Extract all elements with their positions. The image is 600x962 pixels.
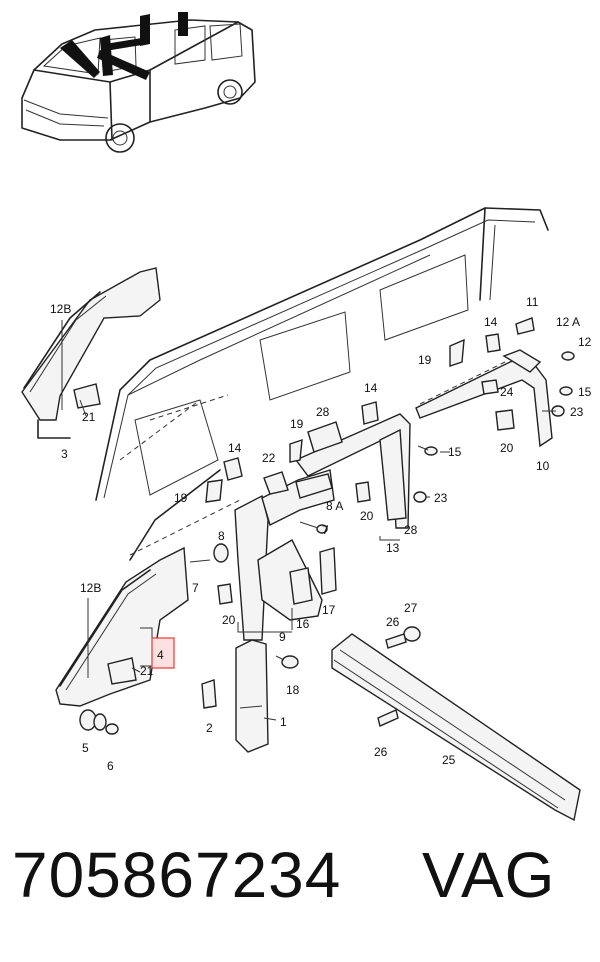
callout-9: 9: [279, 630, 286, 644]
callout-11: 11: [526, 295, 539, 309]
brand-name: VAG: [422, 839, 556, 911]
van-thumbnail: [21, 12, 256, 153]
callout-15-mid: 15: [448, 445, 462, 459]
callout-26-bottom: 26: [374, 745, 388, 759]
callout-12b-upper: 12B: [50, 302, 71, 316]
sill-screws: [377, 626, 421, 727]
callout-28-mid: 28: [316, 405, 330, 419]
callout-12b-lower: 12B: [80, 581, 101, 595]
callout-23-mid: 23: [434, 491, 448, 505]
callout-7-left: 7: [192, 581, 199, 595]
callout-4: 4: [157, 648, 164, 662]
callout-23-right: 23: [570, 405, 584, 419]
callout-17: 17: [322, 603, 336, 617]
callout-10: 10: [536, 459, 550, 473]
callout-20-right: 20: [500, 441, 514, 455]
callout-1: 1: [280, 715, 287, 729]
callout-16: 16: [296, 617, 310, 631]
body-shell-outline: [95, 207, 549, 561]
part-25-sill: [331, 633, 581, 822]
b-pillar-trim: [234, 469, 337, 641]
callout-12: 12: [578, 335, 592, 349]
rear-corner-trim: [415, 349, 553, 448]
callout-19-left: 19: [174, 491, 188, 505]
a-pillar-trim-upper: [21, 267, 161, 439]
leader-lines: [61, 320, 556, 721]
c-pillar-trim: [294, 413, 411, 529]
part-number: 705867234: [12, 839, 342, 911]
callout-4-highlight: [151, 637, 175, 669]
callout-26-top: 26: [386, 615, 400, 629]
callout-24: 24: [500, 385, 514, 399]
callout-19-mid: 19: [290, 417, 304, 431]
callout-18: 18: [286, 683, 300, 697]
callout-15-right: 15: [578, 385, 592, 399]
callout-27: 27: [404, 601, 418, 615]
rail-line: [419, 361, 506, 405]
callout-8: 8: [218, 529, 225, 543]
callout-14-mid: 14: [364, 381, 378, 395]
callout-labels: 12B 21 3 12B 4 21 5 6 11 12 A 12 14 19 2…: [50, 295, 592, 773]
callout-21-lower: 21: [140, 664, 154, 678]
callout-12a: 12 A: [556, 315, 580, 329]
callout-20-left: 20: [222, 613, 236, 627]
callout-13: 13: [386, 541, 400, 555]
callout-20-mid: 20: [360, 509, 374, 523]
callout-14-left: 14: [228, 441, 242, 455]
callout-14-right: 14: [484, 315, 498, 329]
callout-7-right: 7: [322, 523, 329, 537]
callout-6: 6: [107, 759, 114, 773]
callout-28-bottom: 28: [404, 523, 418, 537]
a-pillar-trim-lower: [55, 546, 189, 707]
callout-22: 22: [262, 451, 276, 465]
callout-8a: 8 A: [326, 499, 343, 513]
callout-5: 5: [82, 741, 89, 755]
part-1-panel: [235, 639, 269, 753]
callout-21-upper: 21: [82, 410, 96, 424]
callout-19-right: 19: [418, 353, 432, 367]
callout-2: 2: [206, 721, 213, 735]
callout-25: 25: [442, 753, 456, 767]
small-parts: [79, 317, 575, 735]
callout-3: 3: [61, 447, 68, 461]
